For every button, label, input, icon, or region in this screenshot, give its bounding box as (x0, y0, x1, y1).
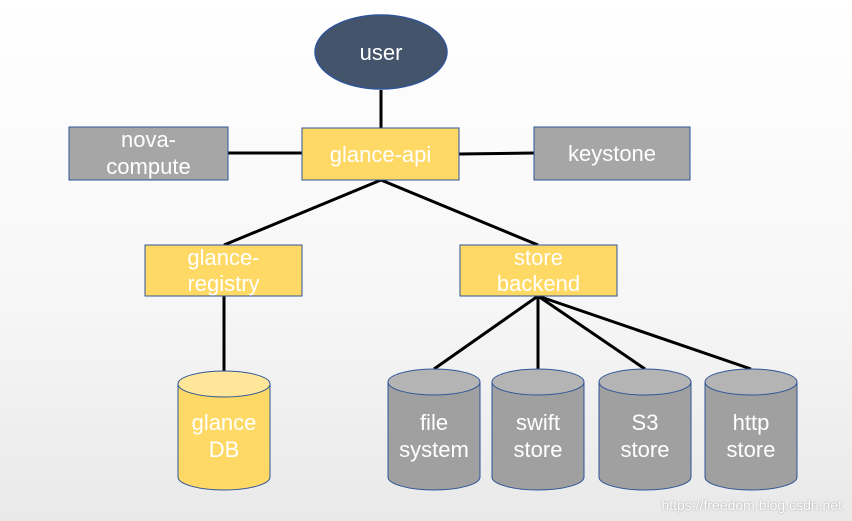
node-glance-registry-label-2: registry (187, 271, 259, 296)
node-glance-api: glance-api (301, 127, 460, 181)
watermark: https://freedom.blog.csdn.net (661, 497, 842, 513)
node-glance-db: glance DB (177, 370, 271, 491)
node-user-label: user (360, 40, 403, 65)
node-glance-registry: glance- registry (144, 244, 303, 297)
node-keystone: keystone (533, 126, 691, 181)
node-glance-db-label-1: glance (192, 410, 257, 435)
node-nova-compute: nova- compute (68, 126, 229, 181)
node-glance-api-label: glance-api (330, 142, 432, 167)
node-http-store-label-1: http (733, 410, 770, 435)
node-swift-store-label-2: store (514, 437, 563, 462)
node-store-backend-label-2: backend (497, 271, 580, 296)
edge-store-http (537, 294, 752, 371)
node-file-system-label-1: file (420, 410, 448, 435)
node-s3-store: S3 store (598, 368, 692, 491)
edge-store-s3 (537, 294, 646, 371)
node-keystone-label: keystone (568, 141, 656, 166)
node-glance-db-label-2: DB (209, 437, 240, 462)
node-user: user (314, 14, 448, 90)
edge-store-file-system (433, 294, 539, 371)
edge-glance-api-store-backend (380, 178, 539, 247)
node-glance-registry-label-1: glance- (187, 245, 259, 270)
edge-glance-api-keystone (458, 151, 535, 156)
node-store-backend-label-1: store (514, 245, 563, 270)
node-store-backend: store backend (459, 244, 618, 297)
connectors (222, 90, 752, 372)
node-file-system: file system (387, 368, 481, 491)
node-swift-store-label-1: swift (516, 410, 560, 435)
node-s3-store-label-1: S3 (632, 410, 659, 435)
node-http-store: http store (704, 368, 798, 491)
node-s3-store-label-2: store (621, 437, 670, 462)
edge-glance-api-registry (223, 178, 382, 247)
node-nova-compute-label-2: compute (106, 154, 190, 179)
node-file-system-label-2: system (399, 437, 469, 462)
node-nova-compute-label-1: nova- (121, 127, 176, 152)
node-swift-store: swift store (491, 368, 585, 491)
node-http-store-label-2: store (727, 437, 776, 462)
